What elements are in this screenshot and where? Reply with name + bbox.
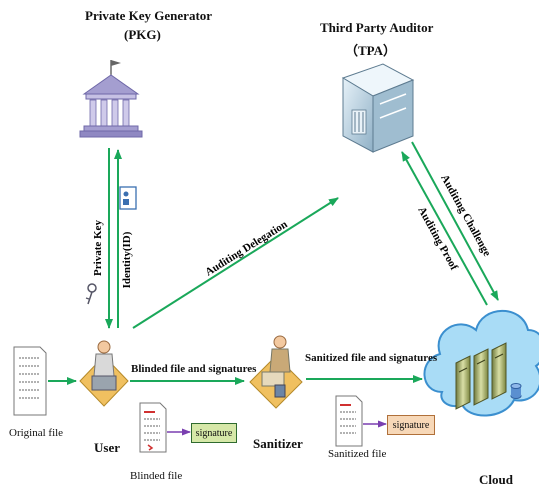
pkg-user-arrows (105, 148, 122, 329)
sanitizer-label: Sanitizer (253, 436, 303, 451)
sanitized-file-icon (335, 395, 363, 447)
private-key-label: Private Key (92, 220, 104, 276)
pkg-building-icon (79, 60, 143, 138)
id-card-icon (119, 186, 137, 210)
user-icon (79, 340, 129, 407)
original-file-label: Original file (9, 427, 64, 439)
blinded-file-icon (139, 402, 167, 453)
sanitized-edge-label: Sanitized file and signatures (305, 352, 438, 364)
pkg-abbr: (PKG) (124, 27, 161, 42)
tpa-cloud-arrows (401, 141, 499, 306)
original-file-icon (13, 346, 47, 416)
blinded-file-label: Blinded file (130, 470, 183, 482)
identity-label: Identity(ID) (121, 231, 133, 288)
sanitized-signature-box: signature (387, 415, 435, 435)
blinded-signature-box: signature (191, 423, 237, 443)
pkg-title: Private Key Generator (85, 8, 213, 23)
sanitizer-icon (249, 335, 303, 409)
auditing-delegation-label: Auditing Delegation (203, 218, 289, 278)
tpa-title: Third Party Auditor (320, 20, 434, 35)
server-rack-icon (455, 342, 522, 410)
blinded-edge-label: Blinded file and signatures (131, 363, 257, 375)
key-icon (85, 283, 97, 305)
auditing-delegation-arrow (132, 197, 339, 329)
cloud-label: Cloud (479, 472, 513, 487)
tpa-building-icon (341, 63, 415, 153)
sanitized-file-label: Sanitized file (328, 448, 387, 460)
user-label: User (94, 440, 120, 455)
tpa-abbr: （TPA） (345, 43, 397, 58)
